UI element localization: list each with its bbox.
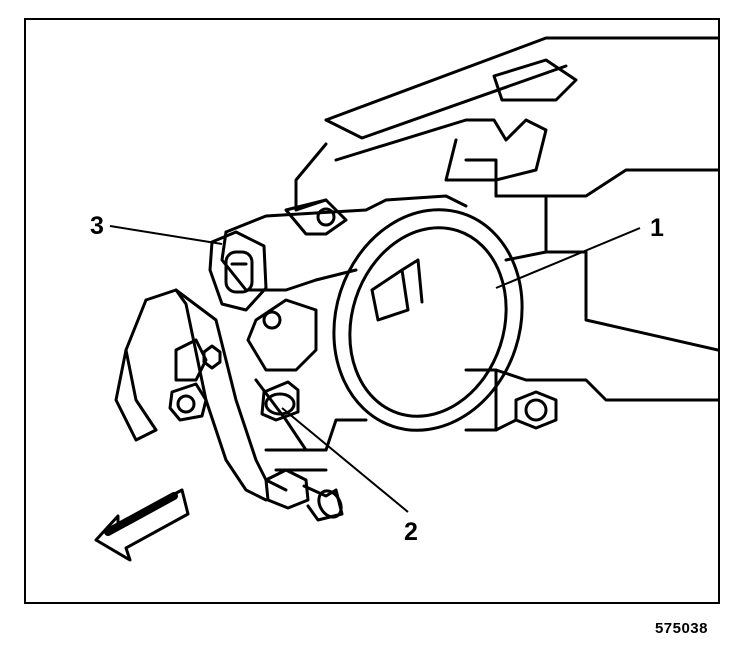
throttle-position-sensor (208, 230, 268, 312)
callout-3: 3 (90, 212, 104, 240)
idle-air-control-valve (260, 380, 300, 422)
diagram-frame: 1 2 3 (24, 18, 720, 604)
leader-line-1 (495, 227, 641, 289)
throttle-body-illustration (94, 36, 718, 562)
throttle-body-housing (220, 194, 468, 472)
intake-manifold (294, 36, 718, 352)
support-brace-left (114, 288, 344, 522)
leader-line-3 (109, 225, 223, 245)
leader-line-2 (281, 407, 409, 513)
view-direction-arrow (94, 488, 190, 562)
figure-reference-number: 575038 (654, 620, 708, 637)
throttle-bore (332, 208, 524, 432)
callout-1: 1 (650, 214, 664, 242)
callout-2: 2 (404, 518, 418, 546)
mounting-bracket-right (464, 368, 718, 432)
leader-lines (109, 225, 641, 513)
